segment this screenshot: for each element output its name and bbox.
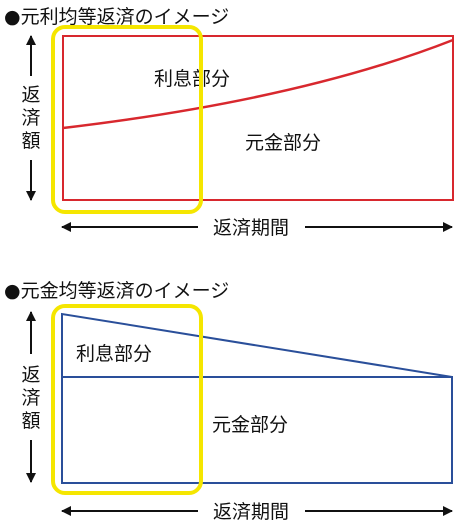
diagram2-title: ●元金均等返済のイメージ [4,280,230,302]
diagram1: 返 済 額 利息部分 元金部分 返済期間 [21,25,454,239]
d1-y-label-2: 済 [21,107,40,129]
d1-box [62,35,454,201]
d2-interest-label: 利息部分 [76,343,152,365]
d2-y-label-3: 額 [21,410,40,432]
d1-y-label-3: 額 [21,130,40,152]
d2-box [61,376,453,484]
d2-principal-label: 元金部分 [212,414,288,436]
diagram2: 返 済 額 利息部分 元金部分 返済期間 [21,304,453,523]
d1-boundary-curve [62,38,454,130]
d1-interest-label: 利息部分 [154,68,230,90]
d2-x-label: 返済期間 [213,501,289,523]
diagram1-title: ●元利均等返済のイメージ [4,6,230,28]
d2-interest-triangle [61,312,453,378]
d1-principal-label: 元金部分 [245,132,321,154]
d2-y-label-2: 済 [21,387,40,409]
d1-y-label-1: 返 [21,84,40,106]
d1-highlight [51,25,203,214]
d2-y-label-1: 返 [21,364,40,386]
d1-x-label: 返済期間 [213,217,289,239]
d2-highlight [51,304,203,495]
